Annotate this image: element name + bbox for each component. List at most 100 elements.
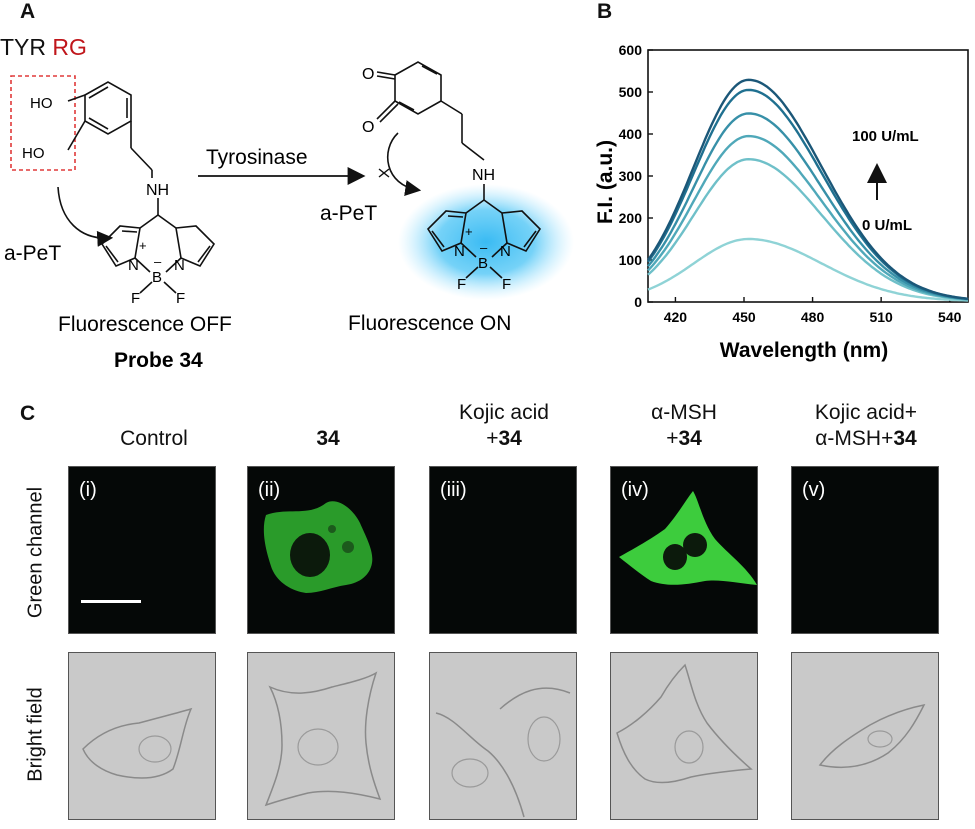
green-cell-shape-ii — [263, 501, 373, 593]
plus-left: + — [139, 238, 147, 253]
panel-c-letter: C — [20, 402, 36, 425]
green-cell-control: (i) — [68, 466, 216, 634]
rg-text: RG — [52, 34, 87, 60]
annotation-0-uml: 0 U/mL — [862, 217, 912, 234]
bright-cell-kojic — [429, 652, 577, 820]
f-atom-left-2: F — [176, 290, 185, 307]
panel-label-i: (i) — [79, 479, 97, 501]
catechol-highlight-box — [10, 75, 76, 171]
bright-cell-shape-iv — [616, 663, 753, 784]
column-header-line2: +34 — [666, 427, 702, 450]
fluorescence-glow — [398, 184, 574, 300]
spectrum-series-line-6 — [647, 78, 969, 300]
minus-right: – — [480, 240, 488, 255]
n-atom-left-1: N — [128, 257, 139, 274]
green-cell-kojic: (iii) — [429, 466, 577, 634]
chart-plot-frame — [647, 49, 969, 303]
row-label-green-channel: Green channel — [24, 486, 47, 619]
bright-cell-control — [68, 652, 216, 820]
column-header-line1 — [248, 400, 408, 426]
tyrosinase-label: Tyrosinase — [206, 146, 308, 169]
column-header-line2: Control — [120, 427, 188, 450]
column-header-line2: 34 — [316, 427, 340, 450]
x-tick-label: 540 — [938, 309, 962, 325]
plus-right: + — [465, 224, 473, 239]
f-atom-right-2: F — [502, 276, 511, 293]
bright-cell-kojic-msh — [791, 652, 939, 820]
spectrum-series-line-1 — [647, 237, 969, 302]
panel-label-v: (v) — [802, 479, 826, 501]
right-blocked-apet-arrow — [386, 132, 422, 196]
f-atom-right-1: F — [457, 276, 466, 293]
tyr-text: TYR — [0, 34, 46, 60]
o-label-top: O — [362, 66, 374, 83]
y-tick-label: 300 — [619, 168, 643, 184]
x-tick-label: 450 — [732, 309, 756, 325]
green-cell-34: (ii) — [247, 466, 395, 634]
annotation-100-uml: 100 U/mL — [852, 128, 919, 145]
nh-label-left: NH — [146, 182, 169, 199]
tyr-rg-title: TYR RG — [0, 34, 87, 61]
spectrum-series-line-4 — [647, 112, 969, 301]
apet-label-left: a-PeT — [4, 242, 61, 265]
x-tick-label: 420 — [664, 309, 688, 325]
bright-cell-34 — [247, 652, 395, 820]
y-tick-label: 100 — [619, 252, 643, 268]
left-apet-arrow — [57, 186, 114, 247]
panel-a-letter: A — [20, 0, 36, 23]
column-header-line2: +34 — [486, 427, 522, 450]
x-tick-label: 480 — [801, 309, 825, 325]
column-header-control: Control — [74, 400, 234, 452]
ho-label-top: HO — [30, 95, 53, 112]
right-quinone-ring — [376, 61, 485, 200]
nh-label-right: NH — [472, 167, 495, 184]
chart-ylabel: F.I. (a.u.) — [594, 140, 617, 224]
x-tick-label: 510 — [869, 309, 893, 325]
f-atom-left-1: F — [131, 290, 140, 307]
b-atom-left: B — [152, 269, 162, 286]
spectrum-series-line-3 — [647, 134, 969, 301]
column-header-line1: Kojic acid — [459, 401, 549, 424]
right-bodipy-core — [426, 199, 542, 279]
n-atom-right-1: N — [454, 243, 465, 260]
column-header-kojic-msh: Kojic acid+ α-MSH+34 — [786, 400, 946, 452]
green-cell-msh: (iv) — [610, 466, 758, 634]
y-tick-label: 200 — [619, 210, 643, 226]
y-tick-label: 400 — [619, 126, 643, 142]
column-header-kojic: Kojic acid +34 — [424, 400, 584, 452]
green-cell-shape-iv — [619, 491, 757, 585]
fluorescence-off-label: Fluorescence OFF — [58, 313, 232, 336]
left-benzene-ring — [67, 81, 159, 215]
column-header-34: 34 — [248, 400, 408, 452]
bright-cell-shape-i — [82, 707, 193, 779]
left-bodipy-core — [100, 214, 216, 294]
row-label-bright-field: Bright field — [24, 687, 47, 782]
n-atom-left-2: N — [174, 257, 185, 274]
ho-label-bottom: HO — [22, 145, 45, 162]
b-atom-right: B — [478, 255, 488, 272]
blocked-cross-mark — [378, 168, 390, 178]
column-header-line1 — [74, 400, 234, 426]
spectrum-series-line-5 — [647, 88, 969, 300]
bright-cell-shape-v — [818, 703, 926, 769]
bright-cell-shape-iii — [435, 687, 571, 818]
panel-label-iv: (iv) — [621, 479, 649, 501]
fluorescence-spectrum-chart: 0 100 200 300 400 500 600 420 450 480 510 540 F.I. … — [594, 42, 969, 362]
column-header-line2: α-MSH+34 — [815, 427, 917, 450]
y-tick-label: 500 — [619, 84, 643, 100]
probe-34-label: Probe 34 — [114, 349, 203, 372]
column-header-msh: α-MSH +34 — [604, 400, 764, 452]
y-tick-label: 0 — [634, 294, 642, 310]
panel-b-letter: B — [597, 0, 613, 23]
panel-a-scheme: HO HO NH N N + – B F F a-PeT Tyrosinase … — [4, 61, 574, 372]
fluorescence-on-label: Fluorescence ON — [348, 312, 511, 335]
column-header-line1: Kojic acid+ — [814, 401, 918, 424]
bright-cell-msh — [610, 652, 758, 820]
minus-left: – — [154, 254, 162, 269]
y-tick-label: 600 — [619, 42, 643, 58]
spectrum-series-line-2 — [647, 157, 969, 301]
panel-label-iii: (iii) — [440, 479, 467, 501]
apet-label-right: a-PeT — [320, 202, 377, 225]
panel-label-ii: (ii) — [258, 479, 281, 501]
column-header-line1: α-MSH — [651, 401, 717, 424]
